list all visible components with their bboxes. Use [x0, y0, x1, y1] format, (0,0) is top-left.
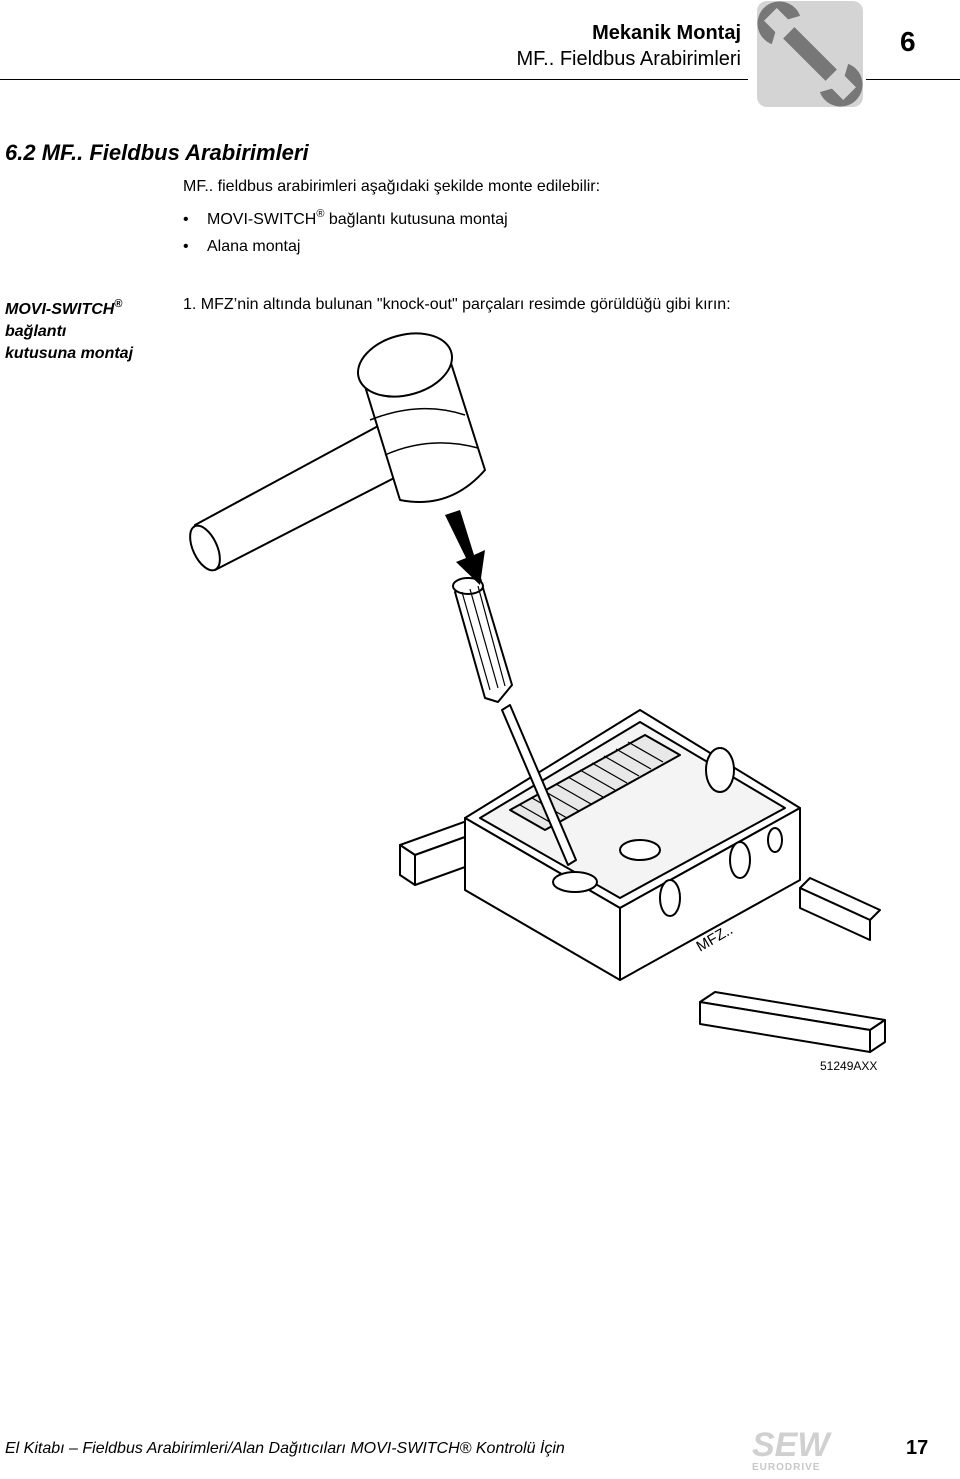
chapter-icon-box	[757, 1, 863, 107]
list-item: • MOVI-SWITCH® bağlantı kutusuna montaj	[183, 208, 508, 229]
header-subtitle: MF.. Fieldbus Arabirimleri	[516, 48, 741, 70]
intro-text: MF.. fieldbus arabirimleri aşağıdaki şek…	[183, 178, 601, 195]
chapter-number: 6	[900, 26, 916, 57]
logo-bottom: EURODRIVE	[752, 1462, 821, 1473]
header-divider-right	[866, 79, 960, 80]
step-text: 1. MFZ’nin altında bulunan "knock-out" p…	[183, 296, 731, 313]
section-heading: 6.2 MF.. Fieldbus Arabirimleri	[5, 140, 309, 165]
sidebar-line: MOVI-SWITCH	[5, 301, 115, 318]
down-arrow-icon	[445, 510, 485, 585]
list-item-rest: bağlantı kutusuna montaj	[324, 211, 508, 228]
support-beam	[799, 877, 881, 941]
sidebar-label: MOVI-SWITCH® bağlantı kutusuna montaj	[5, 293, 165, 365]
sew-logo: SEW EURODRIVE	[752, 1428, 829, 1474]
assembly-illustration: MFZ..	[189, 332, 886, 1053]
list-item-text: MOVI-SWITCH	[207, 211, 317, 228]
sidebar-line: bağlantı	[5, 323, 67, 340]
support-beam	[699, 991, 886, 1053]
header-divider	[0, 79, 748, 80]
list-item-text: Alana montaj	[207, 238, 301, 255]
page-number: 17	[906, 1437, 929, 1459]
bullet-icon: •	[183, 238, 189, 255]
registered-mark: ®	[316, 208, 325, 220]
wrench-icon	[757, 1, 863, 107]
sidebar-line: kutusuna montaj	[5, 345, 134, 362]
logo-top: SEW	[752, 1426, 830, 1464]
footer-text: El Kitabı – Fieldbus Arabirimleri/Alan D…	[5, 1440, 565, 1457]
junction-box	[464, 709, 801, 981]
registered-mark: ®	[114, 298, 123, 310]
figure-id: 51249AXX	[820, 1059, 878, 1073]
bullet-icon: •	[183, 211, 189, 228]
header-title: Mekanik Montaj	[592, 22, 741, 44]
list-item: • Alana montaj	[183, 238, 300, 256]
hammer	[189, 332, 486, 572]
